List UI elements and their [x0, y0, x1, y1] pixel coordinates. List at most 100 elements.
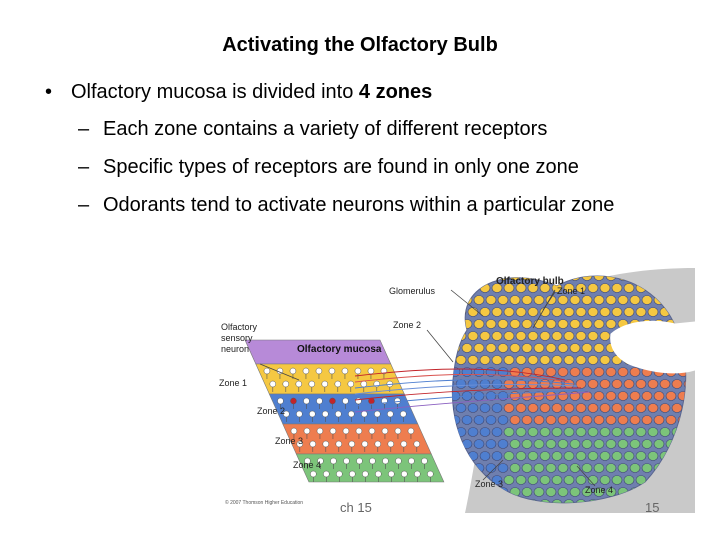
glomerulus-dot [539, 475, 551, 485]
neuron-leader [259, 363, 300, 381]
receptor-neuron [290, 397, 297, 405]
zone2-bulb-label: Zone 2 [393, 320, 421, 330]
glomerulus-dot [569, 295, 581, 305]
glomerulus-dot [515, 451, 527, 461]
receptor-neuron [310, 470, 317, 478]
glomerulus-dot [605, 295, 617, 305]
receptor-neuron [401, 470, 408, 478]
axon-line [354, 373, 570, 383]
glomerulus-dot [473, 295, 485, 305]
glomerulus-dot [452, 295, 461, 305]
glomerulus-dot [503, 451, 515, 461]
glomerulus-dot [587, 331, 599, 341]
sensory-neuron-label-line1: Olfactory [221, 322, 258, 332]
glomerulus-dot [581, 295, 593, 305]
glomerulus-dot [479, 379, 491, 389]
dash-3: – [78, 194, 90, 216]
glomerulus-dot [593, 367, 605, 377]
receptor-neuron [316, 397, 323, 405]
glomerulus-dot [647, 451, 659, 461]
glomerulus-dot [575, 403, 587, 413]
glomerulus-dot [479, 403, 491, 413]
glomerulus-dot [635, 427, 647, 437]
glomerulus-dot [515, 427, 527, 437]
olfactory-figure: Glomerulus Olfactory bulb Zone 1 Zone 2 … [205, 268, 695, 513]
receptor-neuron [368, 397, 375, 405]
glomerulus-dot [473, 439, 485, 449]
glomerulus-dot [527, 403, 539, 413]
glomerulus-dot [539, 427, 551, 437]
glomerulus-dot [587, 475, 599, 485]
glomerulus-dot [569, 343, 581, 353]
glomerulus-dot [503, 307, 515, 317]
glomerulus-dot [473, 343, 485, 353]
glomerulus-dot [503, 283, 515, 293]
glomerulus-dot [599, 307, 611, 317]
glomerulus-dot [473, 319, 485, 329]
glomerulus-dot [587, 379, 599, 389]
glomerulus-dot [521, 367, 533, 377]
glomerulus-dot [587, 283, 599, 293]
receptor-neuron [356, 457, 363, 465]
glomerulus-dot [581, 487, 593, 497]
glomerulus-dot [452, 499, 455, 503]
glomerulus-dot [467, 427, 479, 437]
glomerulus-dot [563, 427, 575, 437]
glomerulus-dot [545, 439, 557, 449]
receptor-neuron [387, 410, 394, 418]
glomerulus-dot [485, 415, 497, 425]
glomerulus-dot [617, 391, 629, 401]
zone4-bulb-leader [576, 465, 596, 487]
glomerulus-dot [521, 415, 533, 425]
glomerulus-dot [641, 391, 653, 401]
glomerulus-dot [539, 331, 551, 341]
axon-line [354, 387, 582, 401]
glomerulus-dot [587, 307, 599, 317]
zone2-mucosa-label: Zone 2 [257, 406, 285, 416]
receptor-neuron [369, 457, 376, 465]
glomerulus-dot [593, 391, 605, 401]
glomerulus-dot [545, 391, 557, 401]
glomerulus-dot [461, 463, 473, 473]
receptor-neuron [330, 457, 337, 465]
glomerulus-dot [515, 403, 527, 413]
glomerulus-dot [563, 355, 575, 365]
receptor-neuron [336, 470, 343, 478]
glomerulus-dot [605, 463, 617, 473]
glomerulus-dot [533, 415, 545, 425]
glomerulus-dot [563, 403, 575, 413]
glomerulus-dot [587, 403, 599, 413]
glomerulus-dot [503, 427, 515, 437]
glomerulus-dot [653, 439, 665, 449]
glomerulus-dot [641, 439, 653, 449]
olfactory-mucosa-label: Olfactory mucosa [297, 344, 382, 355]
glomerulus-dot [461, 439, 473, 449]
glomerulus-dot [575, 451, 587, 461]
glomerulus-dot [515, 355, 527, 365]
glomerulus-dot [509, 415, 521, 425]
receptor-neuron [323, 470, 330, 478]
glomerulus-dot [623, 475, 635, 485]
glomerulus-dot [545, 367, 557, 377]
zone1-bulb-label: Zone 1 [557, 286, 585, 296]
glomerulus-dot [527, 355, 539, 365]
glomerulus-dot [575, 307, 587, 317]
footer-chapter: ch 15 [340, 500, 372, 515]
receptor-neuron [309, 410, 316, 418]
dash-1: – [78, 118, 90, 140]
glomerulus-dot [455, 499, 467, 503]
glomerulus-dot [452, 379, 455, 389]
receptor-neuron [367, 367, 375, 375]
glomerulus-dot [623, 379, 635, 389]
glomerulus-dot [563, 475, 575, 485]
glomerulus-dot [467, 307, 479, 317]
receptor-neuron [414, 470, 421, 478]
olfactory-mucosa-strip [244, 339, 445, 483]
glomerulus-dot [569, 439, 581, 449]
glomerulus-dot [557, 367, 569, 377]
glomerulus-dot [503, 379, 515, 389]
receptor-neuron [388, 470, 395, 478]
glomerulus-dot [452, 451, 455, 461]
zone1-bulb-leader [532, 289, 556, 329]
glomerulus-dot [605, 367, 617, 377]
